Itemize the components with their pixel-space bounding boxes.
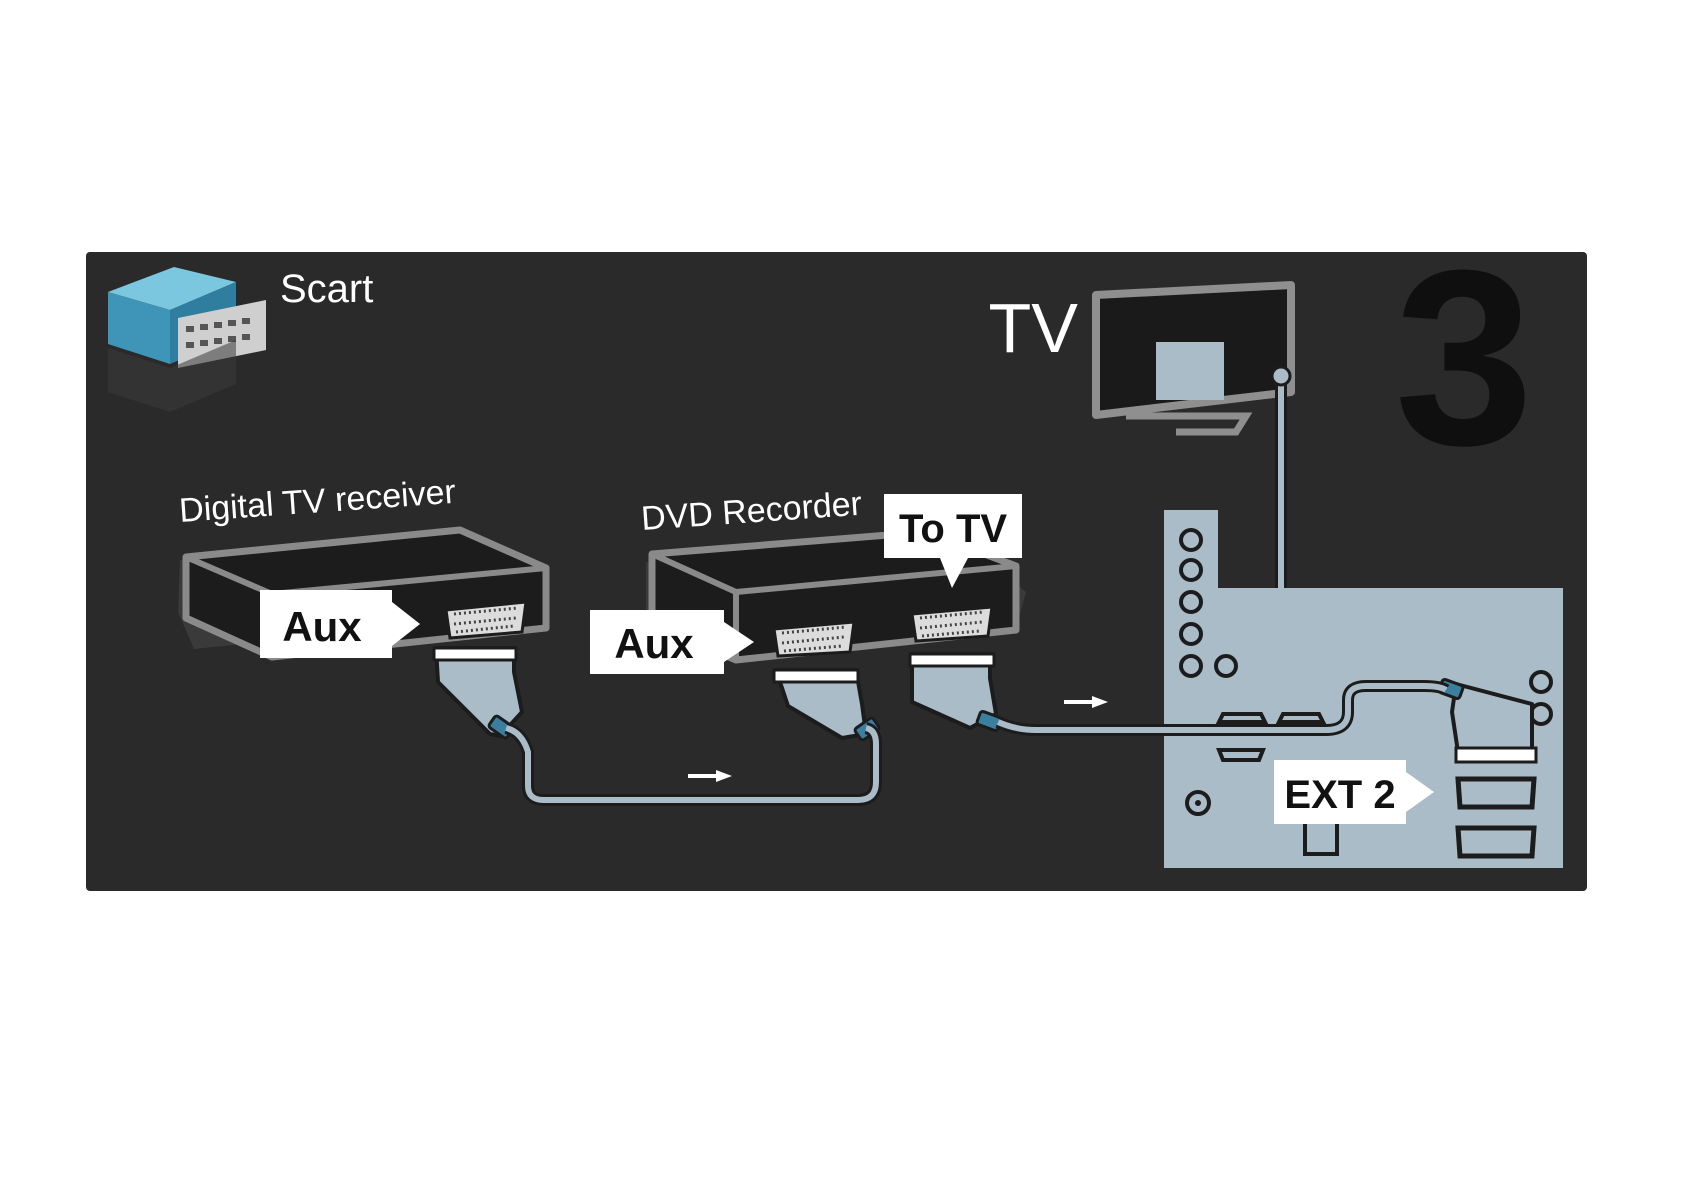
recorder-to-tv-callout: To TV — [884, 494, 1022, 588]
receiver-name: Digital TV receiver — [178, 473, 457, 530]
step-number: 3 — [1394, 252, 1533, 497]
recorder-input-scart-port — [772, 620, 856, 658]
scart-cable-receiver-to-recorder — [504, 722, 882, 806]
diagram-panel: Scart 3 TV Digital TV receiver — [86, 252, 1587, 891]
scart-connector-icon — [108, 267, 266, 412]
signal-arrow-icon — [1064, 696, 1108, 708]
scart-plug-recorder-input — [772, 668, 881, 742]
recorder-aux-label: Aux — [614, 620, 694, 667]
scart-cable-recorder-to-tv — [995, 680, 1450, 736]
recorder-aux-callout: Aux — [590, 610, 754, 674]
recorder-name: DVD Recorder — [640, 485, 863, 538]
tv-icon — [1092, 281, 1295, 436]
receiver-aux-callout: Aux — [260, 590, 420, 658]
recorder-output-scart-port — [910, 605, 994, 643]
ext2-label: EXT 2 — [1284, 773, 1395, 817]
to-tv-label: To TV — [899, 507, 1007, 551]
receiver-scart-port — [444, 600, 528, 640]
connection-diagram: Scart 3 TV Digital TV receiver — [108, 252, 1563, 868]
tv-label: TV — [989, 289, 1079, 367]
signal-arrow-icon — [688, 770, 732, 782]
scart-plug-recorder-output — [908, 652, 1003, 732]
scart-title: Scart — [280, 267, 373, 311]
ext2-callout: EXT 2 — [1274, 760, 1434, 824]
dvd-recorder — [646, 528, 1026, 664]
scart-plug-receiver — [432, 646, 524, 740]
receiver-aux-label: Aux — [282, 603, 362, 650]
